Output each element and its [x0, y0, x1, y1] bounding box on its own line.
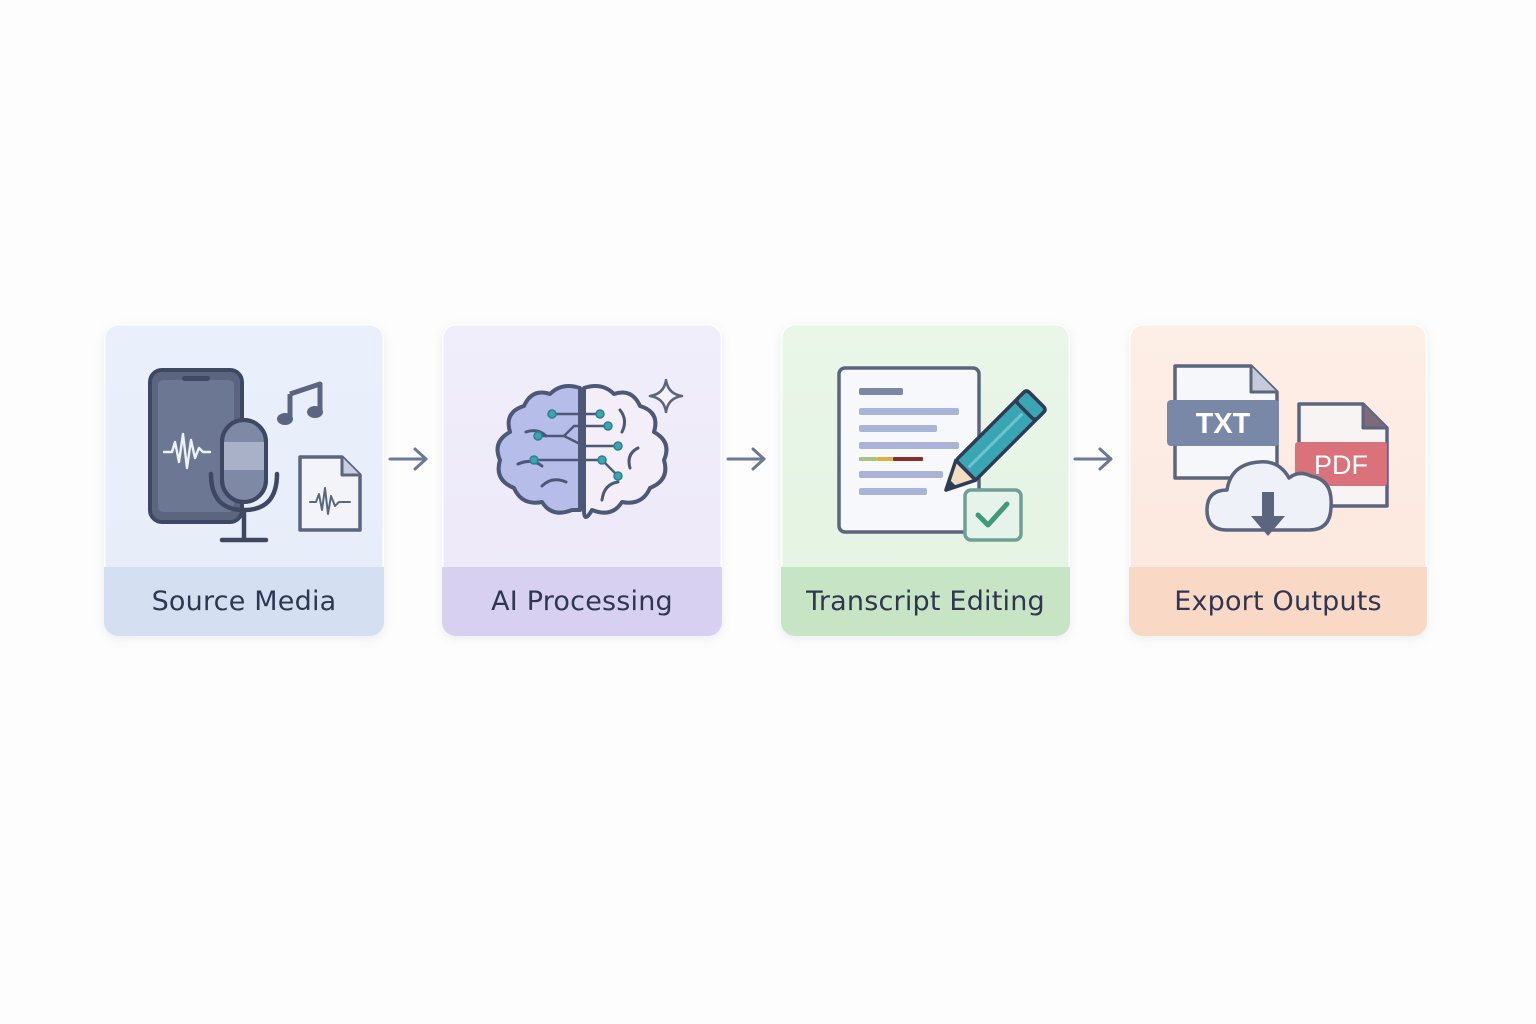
step-card-transcript-editing: Transcript Editing — [781, 324, 1070, 636]
music-note-icon — [277, 381, 323, 425]
phone-icon — [148, 368, 244, 524]
microphone-icon — [208, 418, 280, 543]
step-label: AI Processing — [442, 567, 722, 636]
arrow-right-icon — [388, 447, 428, 471]
media-sources-icon — [104, 324, 384, 567]
txt-file-icon: TXT — [1167, 364, 1279, 480]
media-sources-illustration — [148, 368, 362, 543]
step-label: Export Outputs — [1129, 567, 1427, 636]
transcript-edit-illustration — [837, 366, 1047, 542]
cloud-download-icon — [1205, 460, 1333, 536]
transcript-edit-icon — [781, 324, 1070, 567]
pdf-format-label: PDF — [1314, 450, 1368, 480]
arrow-right-icon — [726, 447, 766, 471]
step-card-export-outputs: TXT PDF Export Outputs — [1129, 324, 1427, 636]
document-icon — [837, 366, 981, 534]
arrow-right-icon — [1073, 447, 1113, 471]
step-card-ai-processing: AI Processing — [442, 324, 722, 636]
sparkle-icon — [648, 378, 684, 414]
step-label: Source Media — [104, 567, 384, 636]
checkbox-check-icon — [963, 488, 1023, 542]
pencil-icon — [944, 389, 1047, 492]
audio-file-icon — [298, 455, 362, 532]
ai-brain-icon — [442, 324, 722, 567]
export-files-icon: TXT PDF — [1129, 324, 1427, 567]
export-files-illustration: TXT PDF — [1167, 364, 1389, 536]
step-card-source-media: Source Media — [104, 324, 384, 636]
txt-format-label: TXT — [1196, 408, 1251, 440]
ai-brain-illustration — [495, 378, 684, 519]
step-label: Transcript Editing — [781, 567, 1070, 636]
